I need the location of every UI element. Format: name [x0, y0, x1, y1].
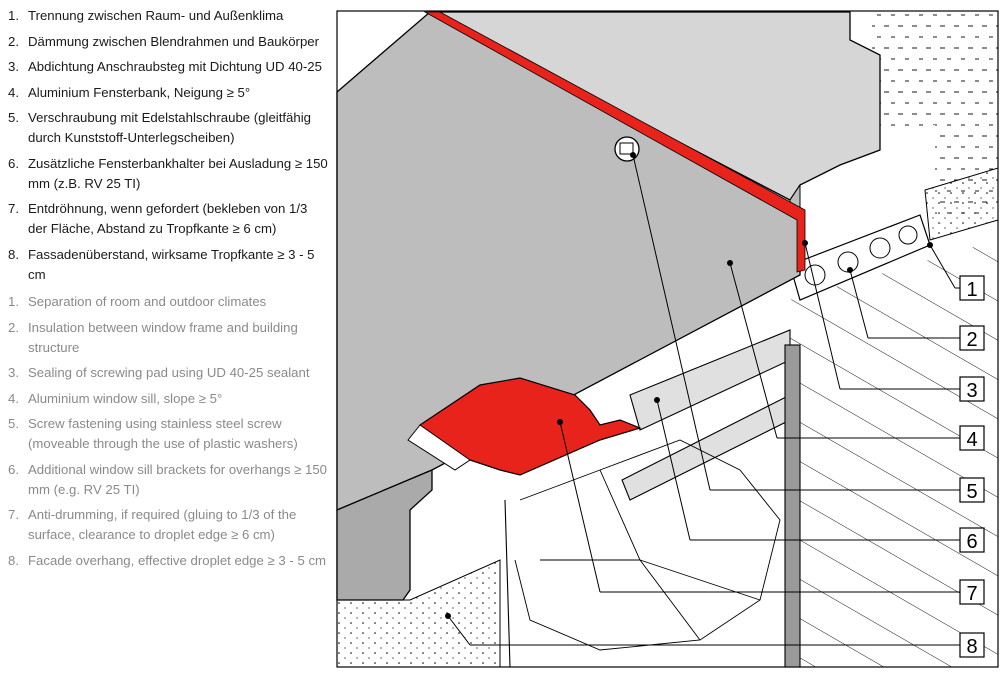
leader-horizontals — [470, 287, 960, 646]
legend-de-item: 1. Trennung zwischen Raum- und Außenklima — [8, 6, 328, 26]
legend-number: 3. — [8, 59, 19, 74]
callout-8: 8 — [959, 632, 985, 658]
legend-number: 1. — [8, 294, 19, 309]
legend-en-item: 8. Facade overhang, effective droplet edg… — [8, 551, 328, 571]
cut-away-edge — [407, 424, 471, 471]
legend-text: Insulation between window frame and buil… — [28, 319, 298, 355]
masonry-hatch — [790, 240, 998, 667]
legend-english: 1. Separation of room and outdoor climate… — [8, 292, 328, 576]
legend-text: Aluminium window sill, slope ≥ 5° — [28, 390, 223, 406]
legend-text: Dämmung zwischen Blendrahmen und Baukörp… — [28, 33, 320, 49]
callout-label: 7 — [966, 583, 977, 605]
legend-number: 2. — [8, 33, 19, 49]
legend-en-item: 7. Anti-drumming, if required (gluing to … — [8, 505, 328, 545]
callout-7: 7 — [959, 579, 985, 605]
legend-number: 5. — [8, 416, 19, 431]
legend-de-item: 2. Dämmung zwischen Blendrahmen und Baukö… — [8, 32, 328, 52]
legend-number: 8. — [8, 552, 19, 568]
anti-drumming-pad — [419, 377, 642, 476]
legend-text: Abdichtung Anschraubsteg mit Dichtung UD… — [28, 59, 322, 74]
legend-number: 7. — [8, 201, 19, 216]
legend-de-item: 3. Abdichtung Anschraubsteg mit Dichtung … — [8, 57, 328, 77]
callout-label: 1 — [966, 279, 977, 301]
legend-text: Aluminium Fensterbank, Neigung ≥ 5° — [28, 84, 251, 100]
legend-number: 4. — [8, 390, 19, 406]
callout-boxes: 1 2 3 4 5 6 7 8 — [959, 275, 985, 658]
sealing-strip — [423, 11, 806, 273]
legend-de-item: 6. Zusätzliche Fensterbankhalter bei Ausl… — [8, 154, 328, 194]
legend-number: 1. — [8, 8, 19, 23]
legend-number: 6. — [8, 461, 19, 477]
legend-text: Zusätzliche Fensterbankhalter bei Auslad… — [28, 155, 328, 191]
legend-en-item: 6. Additional window sill brackets for ov… — [8, 460, 328, 500]
legend-text: Additional window sill brackets for over… — [28, 461, 327, 497]
legend-text: Separation of room and outdoor climates — [28, 294, 267, 309]
support-post — [784, 344, 801, 668]
callout-label: 4 — [966, 429, 977, 451]
legend-de-item: 8. Fassadenüberstand, wirksame Tropfkante… — [8, 245, 328, 285]
legend-text: Fassadenüberstand, wirksame Tropfkante ≥… — [28, 246, 315, 282]
legend-en-item: 5. Screw fastening using stainless steel … — [8, 414, 328, 454]
legend-de-item: 7. Entdröhnung, wenn gefordert (bekleben … — [8, 199, 328, 239]
legend-number: 8. — [8, 246, 19, 262]
legend-text: Trennung zwischen Raum- und Außenklima — [28, 8, 284, 23]
legend-german: 1. Trennung zwischen Raum- und Außenklima… — [8, 6, 328, 290]
inner-wall-line — [504, 499, 511, 668]
legend-de-item: 5. Verschraubung mit Edelstahlschraube (g… — [8, 108, 328, 148]
render-layer — [924, 167, 999, 241]
callout-label: 8 — [966, 636, 977, 658]
callout-label: 5 — [966, 481, 977, 503]
callout-2: 2 — [959, 325, 985, 351]
legend-text: Anti-drumming, if required (gluing to 1/… — [28, 507, 297, 542]
legend-number: 3. — [8, 365, 19, 380]
leader-dots — [445, 152, 933, 619]
legend-number: 7. — [8, 507, 19, 522]
leader-lines — [447, 154, 956, 646]
callout-label: 3 — [966, 380, 977, 402]
legend-en-item: 3. Sealing of screwing pad using UD 40-25… — [8, 363, 328, 383]
legend-number: 5. — [8, 110, 19, 125]
legend-number: 2. — [8, 319, 19, 335]
legend-text: Facade overhang, effective droplet edge … — [28, 552, 327, 568]
legend-number: 6. — [8, 155, 19, 171]
legend-en-item: 2. Insulation between window frame and bu… — [8, 318, 328, 358]
stone-outlines — [514, 439, 781, 651]
concrete-block — [336, 559, 501, 668]
screw-head — [614, 136, 640, 162]
plaster-zone — [855, 12, 998, 225]
screw-slot — [619, 142, 634, 155]
legend-text: Entdröhnung, wenn gefordert (bekleben vo… — [28, 201, 308, 236]
callout-label: 6 — [966, 531, 977, 553]
legend-en-item: 1. Separation of room and outdoor climate… — [8, 292, 328, 312]
callout-label: 2 — [966, 329, 977, 351]
callout-6: 6 — [959, 527, 985, 553]
callout-4: 4 — [959, 425, 985, 451]
callout-1: 1 — [959, 275, 985, 301]
callout-3: 3 — [959, 376, 985, 402]
legend-text: Sealing of screwing pad using UD 40-25 s… — [28, 365, 310, 380]
legend-text: Screw fastening using stainless steel sc… — [28, 416, 298, 451]
legend-text: Verschraubung mit Edelstahlschraube (gle… — [28, 110, 311, 145]
legend-en-item: 4. Aluminium window sill, slope ≥ 5° — [8, 389, 328, 409]
legend-number: 4. — [8, 84, 19, 100]
legend-de-item: 4. Aluminium Fensterbank, Neigung ≥ 5° — [8, 83, 328, 103]
callout-5: 5 — [959, 477, 985, 503]
